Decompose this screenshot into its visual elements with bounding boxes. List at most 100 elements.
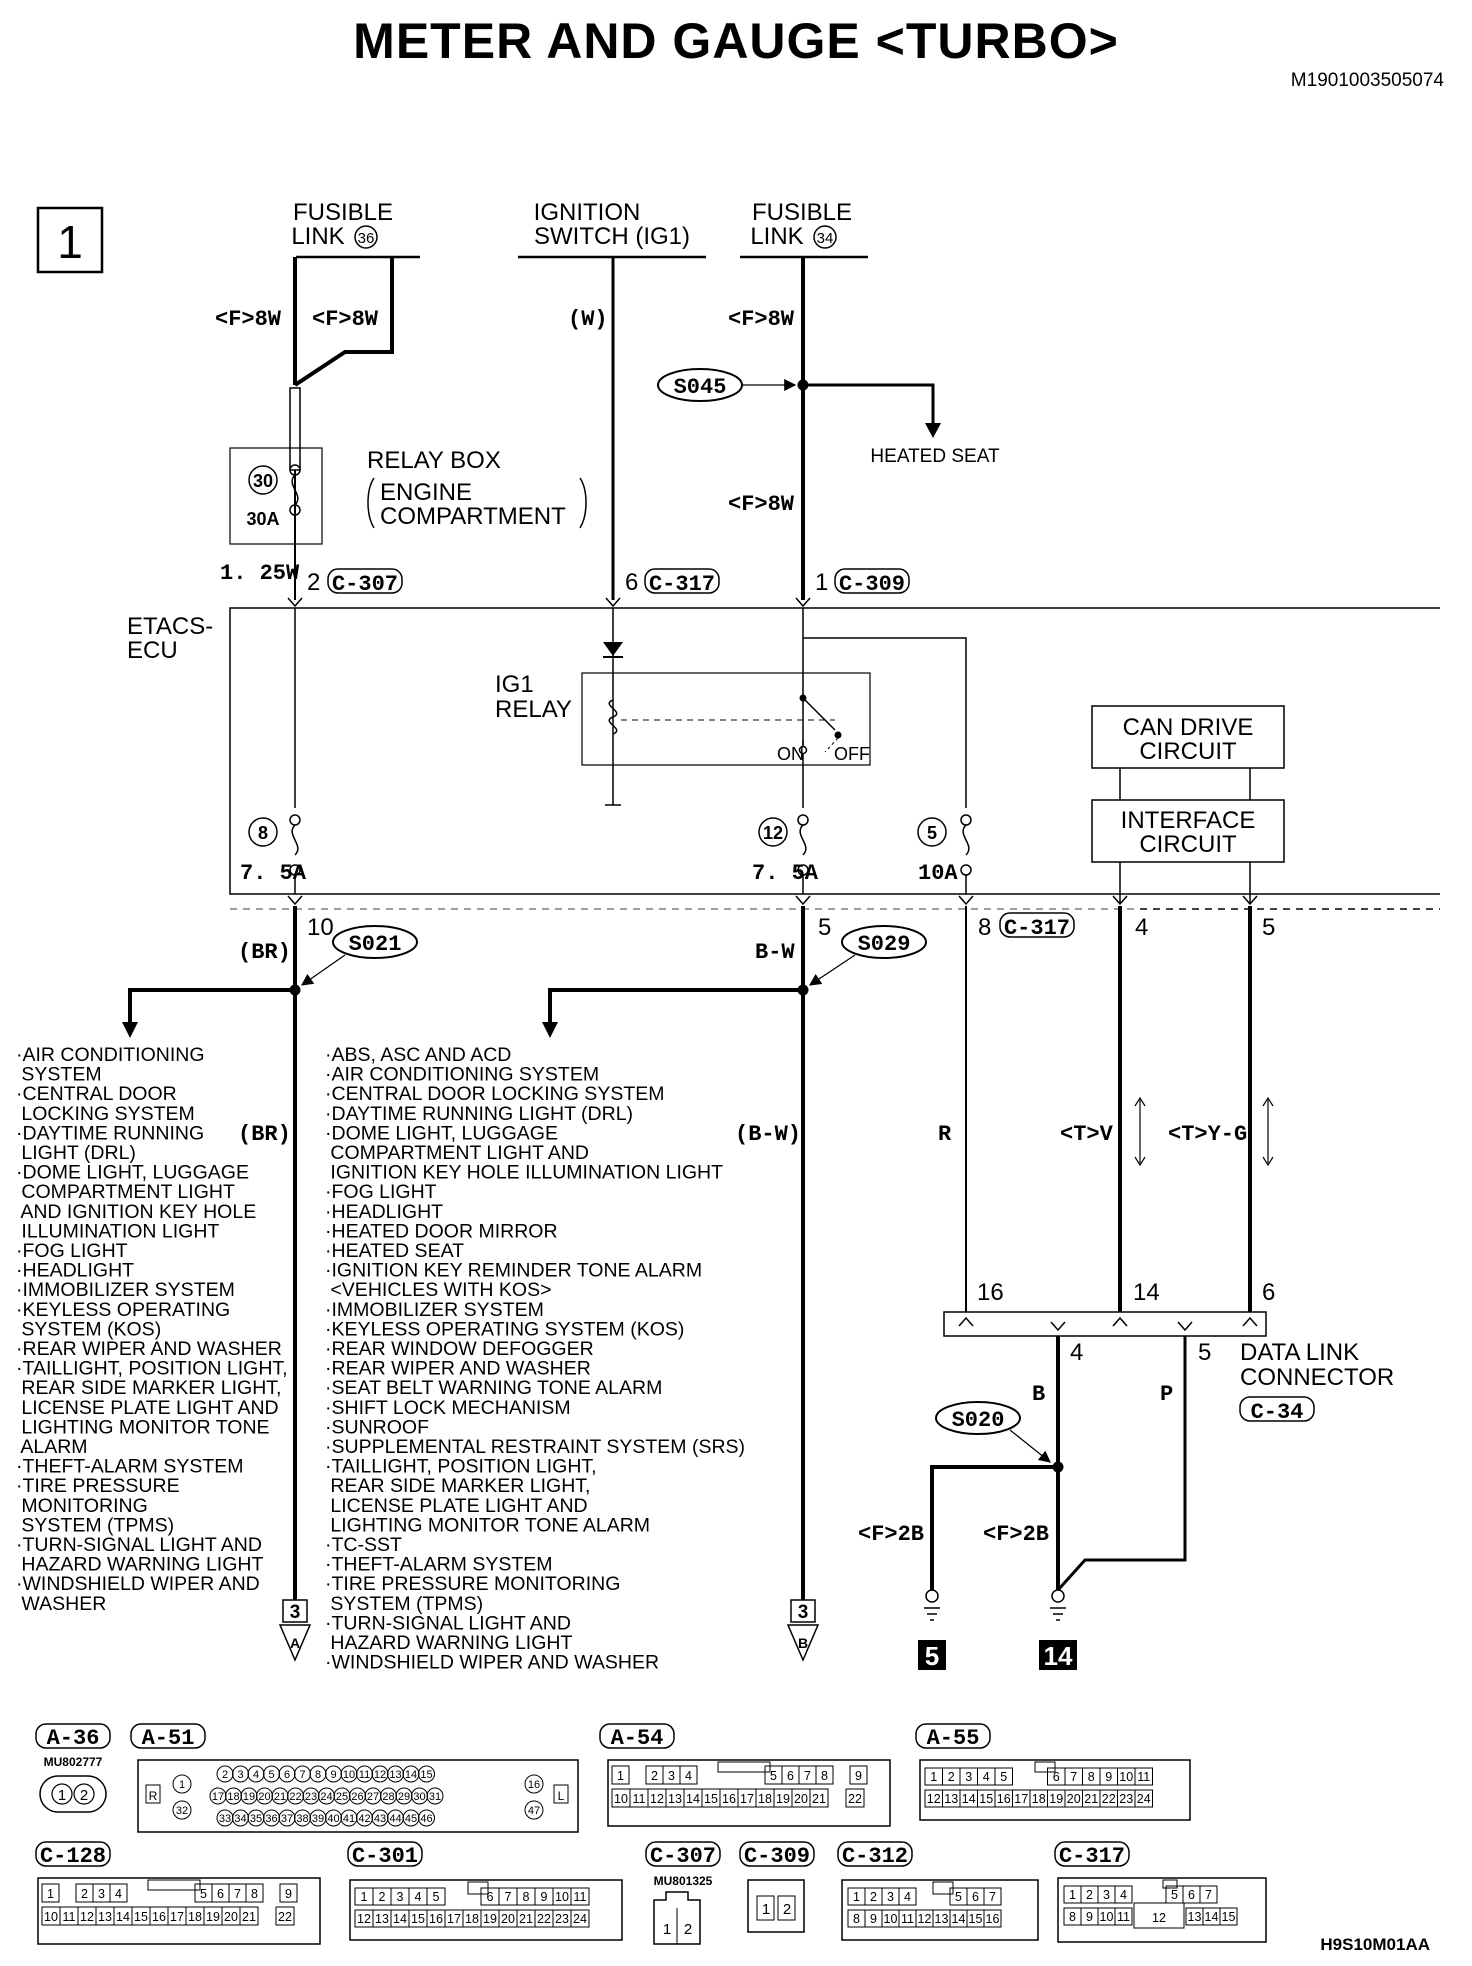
connector-pin-cell — [524, 1800, 544, 1820]
connector-pin-number: 11 — [901, 1912, 914, 1926]
connector-pin-cell — [845, 1788, 865, 1808]
connector-pin-number: 4 — [983, 1770, 990, 1784]
svg-text:B: B — [798, 1635, 808, 1651]
connector-pin-number: 14 — [405, 1769, 417, 1781]
svg-text:3: 3 — [290, 1602, 301, 1623]
connector-pin-number: 20 — [501, 1912, 515, 1926]
right-list-item: HAZARD WARNING LIGHT — [325, 1632, 572, 1654]
connector-pin-number: 12 — [357, 1912, 371, 1926]
svg-text:OFF: OFF — [834, 744, 870, 764]
svg-text:A-51: A-51 — [142, 1726, 195, 1751]
connector-pin-number: 14 — [116, 1910, 130, 1924]
svg-text:(B-W): (B-W) — [735, 1122, 801, 1147]
connector-pin-number: 16 — [997, 1792, 1011, 1806]
connector-pin-number: 9 — [870, 1912, 877, 1926]
svg-text:ECU: ECU — [127, 637, 178, 664]
svg-text:8: 8 — [258, 823, 268, 843]
connector-pin-number: 8 — [315, 1769, 321, 1781]
connector-pin-number: 12 — [1152, 1911, 1166, 1925]
svg-text:MU802777: MU802777 — [44, 1755, 103, 1769]
connector-pin-number: 10 — [555, 1890, 569, 1904]
left-list-item: LIGHT (DRL) — [16, 1142, 136, 1164]
left-list-item: ·WINDSHIELD WIPER AND — [16, 1573, 260, 1595]
splice-s020: S020 — [935, 1401, 1021, 1435]
connector-pin-number: 7 — [1070, 1770, 1077, 1784]
connector-pin-number: 24 — [573, 1912, 587, 1926]
connector-pin-number: 3 — [1103, 1888, 1110, 1902]
svg-text:MU801325: MU801325 — [654, 1874, 713, 1888]
svg-text:IGNITION: IGNITION — [534, 199, 641, 226]
connector-pin-number: 13 — [389, 1769, 401, 1781]
connector-pin-number: 11 — [359, 1769, 370, 1781]
connector-pin-number: 3 — [668, 1769, 675, 1783]
connector-pin-cell — [1133, 1902, 1185, 1929]
connector-pin-number: 2 — [870, 1890, 877, 1904]
connector-pin-number: 10 — [343, 1769, 355, 1781]
connector-pin-number: 12 — [918, 1912, 932, 1926]
connector-pin-number: 9 — [285, 1887, 292, 1901]
connector-pin-number: 22 — [848, 1792, 862, 1806]
svg-text:B-W: B-W — [755, 940, 795, 965]
connector-pin-number: 10 — [44, 1910, 58, 1924]
svg-text:R: R — [149, 1789, 158, 1803]
connector-pin-number: 12 — [650, 1792, 664, 1806]
connector-pin-number: 7 — [804, 1769, 811, 1783]
connector-pin-number: 3 — [965, 1770, 972, 1784]
connector-pin-number: 7 — [989, 1890, 996, 1904]
connector-pin-number: 5 — [433, 1890, 440, 1904]
right-list-item: REAR SIDE MARKER LIGHT, — [325, 1475, 590, 1497]
connector-pin-number: 21 — [812, 1792, 826, 1806]
connector-pin-number: 18 — [1032, 1792, 1046, 1806]
left-list-item: ·IMMOBILIZER SYSTEM — [16, 1279, 235, 1301]
connector-pin-number: 2 — [222, 1769, 228, 1781]
left-list-item: MONITORING — [16, 1495, 148, 1517]
svg-text:<F>2B: <F>2B — [983, 1522, 1049, 1547]
svg-text:5: 5 — [927, 823, 937, 843]
connector-pin-number: 1 — [47, 1887, 54, 1901]
connector-pin-number: 11 — [1137, 1770, 1150, 1784]
connector-pin-cell — [679, 1765, 698, 1785]
connector-pin-cell — [1114, 1907, 1133, 1926]
connector-c307-top: 2 C-307 — [307, 568, 403, 597]
svg-text:S021: S021 — [349, 932, 402, 957]
right-list-item: ·TURN-SIGNAL LIGHT AND — [325, 1612, 571, 1634]
svg-text:A-55: A-55 — [927, 1726, 980, 1751]
connector-pin-number: 11 — [574, 1890, 587, 1904]
connector-pin-number: 8 — [251, 1887, 258, 1901]
left-list-item: REAR SIDE MARKER LIGHT, — [16, 1377, 281, 1399]
svg-text:14: 14 — [1044, 1641, 1073, 1671]
connector-pin-number: 3 — [98, 1887, 105, 1901]
right-list-item: ·SEAT BELT WARNING TONE ALARM — [325, 1377, 662, 1399]
connector-pin-cell — [898, 1887, 917, 1906]
svg-text:1: 1 — [663, 1921, 671, 1938]
connector-pin-number: 7 — [505, 1890, 512, 1904]
svg-text:CIRCUIT: CIRCUIT — [1139, 738, 1237, 765]
connector-pin-number: 5 — [200, 1887, 207, 1901]
fusible-link-36-header: FUSIBLE LINK 36 — [291, 199, 420, 259]
right-list-item: ·SHIFT LOCK MECHANISM — [325, 1397, 571, 1419]
connector-pin-number: 45 — [405, 1813, 417, 1825]
connector-pin-cell — [418, 1765, 435, 1783]
connector-c317-top: 6 C-317 — [625, 568, 720, 597]
right-list-item: ·WINDSHIELD WIPER AND WASHER — [325, 1652, 659, 1674]
connector-pin-cell — [1219, 1907, 1238, 1926]
svg-text:<F>8W: <F>8W — [312, 307, 379, 332]
connector-pin-cell — [849, 1765, 868, 1785]
connector-pin-cell — [815, 1765, 834, 1785]
connector-pin-number: 11 — [633, 1792, 646, 1806]
svg-text:C-317: C-317 — [1004, 916, 1070, 941]
connector-pin-number: 19 — [776, 1792, 790, 1806]
right-list-item: ·TIRE PRESSURE MONITORING — [325, 1573, 620, 1595]
connector-pin-number: 6 — [217, 1887, 224, 1901]
svg-text:FUSIBLE: FUSIBLE — [293, 199, 393, 226]
connector-pin-number: 3 — [397, 1890, 404, 1904]
svg-text:<T>Y-G: <T>Y-G — [1168, 1122, 1247, 1147]
connector-pin-number: 5 — [770, 1769, 777, 1783]
connector-pin-number: 8 — [1088, 1770, 1095, 1784]
etacs-ecu: ETACS- ECU — [127, 607, 1440, 910]
connector-pin-number: 43 — [374, 1813, 386, 1825]
svg-text:5: 5 — [1262, 914, 1275, 941]
connector-pin-cell — [983, 1887, 1002, 1906]
